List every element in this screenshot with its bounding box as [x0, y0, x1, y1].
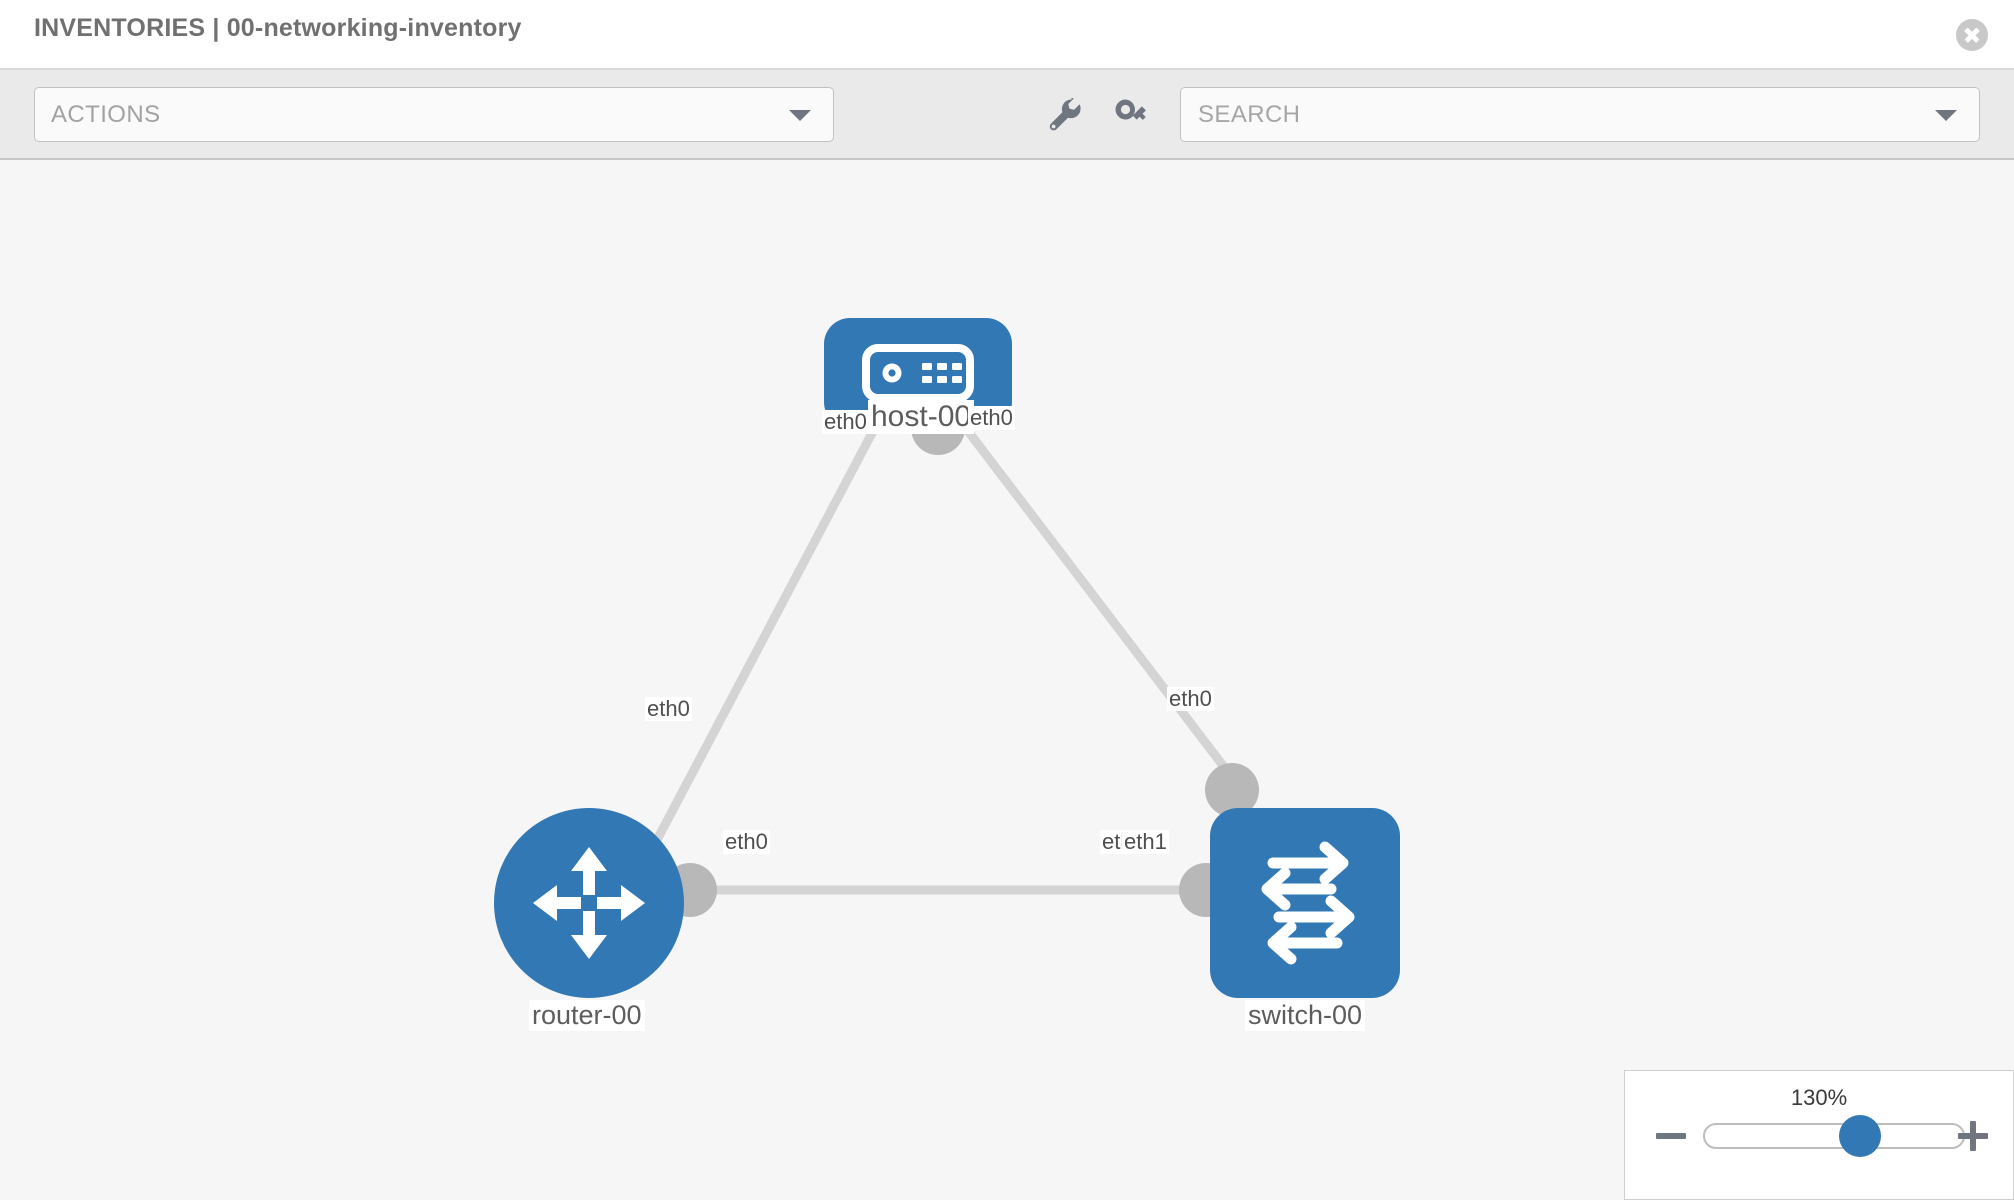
minus-icon[interactable] [1653, 1118, 1689, 1154]
switch-node-shape[interactable] [1210, 808, 1400, 998]
toolbar: ACTIONS SEARCH [0, 70, 2014, 160]
topology-canvas[interactable]: host-00 router-00 switch-00 eth0 eth0 et… [0, 160, 2014, 1200]
close-icon[interactable] [1956, 19, 1988, 51]
plus-icon[interactable] [1955, 1118, 1991, 1154]
node-label-host-00: host-00 [868, 400, 975, 434]
edge-label-switch-left: eth1 [1122, 829, 1169, 855]
page-title: INVENTORIES | 00-networking-inventory [34, 14, 522, 42]
node-label-switch-00: switch-00 [1245, 1000, 1366, 1031]
node-router-00[interactable] [494, 808, 684, 998]
switch-arrows-icon [1261, 841, 1355, 965]
zoom-slider-thumb[interactable] [1838, 1115, 1881, 1157]
key-icon[interactable] [1108, 92, 1154, 138]
search-placeholder: SEARCH [1198, 101, 1301, 128]
zoom-control-panel: 130% [1624, 1070, 2014, 1200]
zoom-level-value: 130% [1790, 1085, 1848, 1110]
actions-dropdown[interactable]: ACTIONS [34, 87, 834, 142]
node-label-router-00: router-00 [529, 1000, 645, 1031]
wrench-icon[interactable] [1039, 92, 1085, 138]
link-host-switch[interactable] [954, 415, 1244, 791]
router-arrows-icon [533, 847, 645, 959]
node-host-00[interactable] [824, 318, 1012, 428]
iface-switch-top[interactable] [1205, 763, 1259, 817]
router-node-shape[interactable] [494, 808, 684, 998]
host-node-shape[interactable] [824, 318, 1012, 428]
chevron-down-icon [789, 109, 811, 121]
zoom-slider[interactable] [1703, 1115, 1965, 1157]
edge-label-router-up: eth0 [645, 696, 692, 722]
chevron-down-icon[interactable] [1935, 109, 1957, 121]
topology-links [636, 401, 1259, 917]
server-device-icon [862, 344, 974, 402]
edge-label-router-right: eth0 [723, 829, 770, 855]
actions-dropdown-label: ACTIONS [51, 101, 161, 128]
search-input[interactable]: SEARCH [1180, 87, 1980, 142]
edge-label-host-right: eth0 [968, 405, 1015, 431]
node-switch-00[interactable] [1210, 808, 1400, 998]
edge-label-host-left: eth0 [822, 409, 869, 435]
page-header: INVENTORIES | 00-networking-inventory [0, 0, 2014, 70]
edge-label-switch-up: eth0 [1167, 686, 1214, 712]
link-host-router[interactable] [636, 415, 884, 875]
